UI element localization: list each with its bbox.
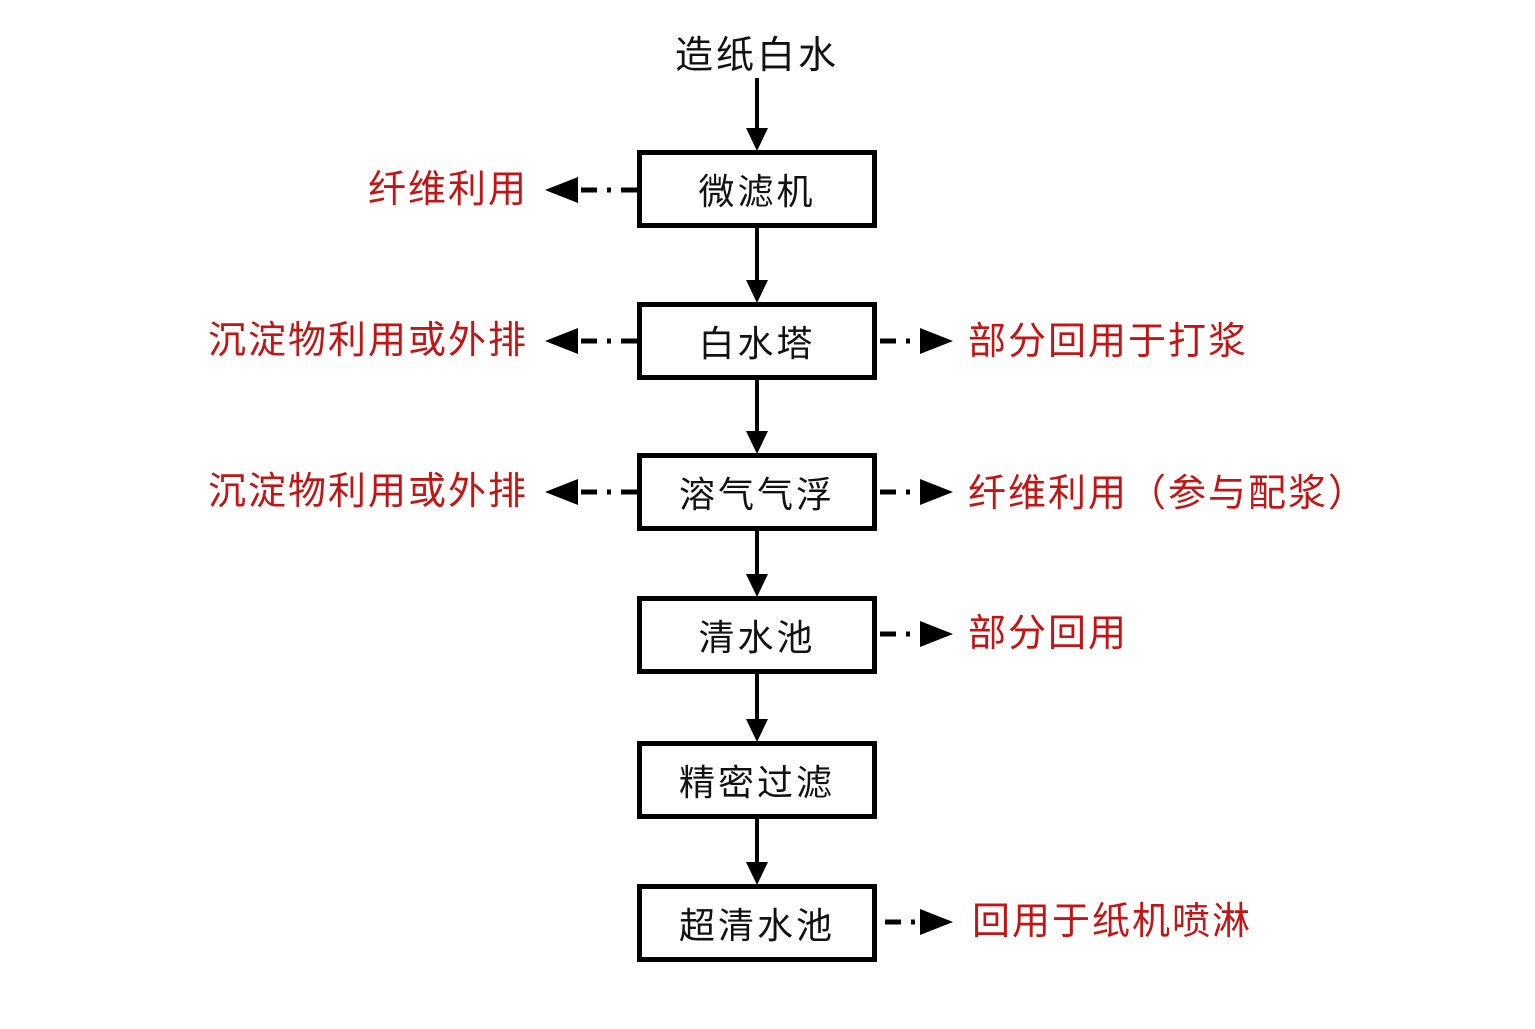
process-box-label: 微滤机 <box>698 172 816 212</box>
process-box-label: 溶气气浮 <box>678 475 835 515</box>
process-box-ultra-clearwater-pool: 超清水池 <box>637 884 877 962</box>
right-output-arrow-3 <box>880 479 953 505</box>
flow-arrow-down-4 <box>746 531 768 597</box>
output-label-fiber-use: 纤维利用 <box>367 169 528 211</box>
right-output-arrow-4 <box>880 621 953 647</box>
right-output-arrow-6 <box>885 909 953 935</box>
source-label: 造纸白水 <box>674 35 839 77</box>
flow-arrow-down-5 <box>746 674 768 742</box>
output-label-partial-reuse-pulping: 部分回用于打浆 <box>968 321 1249 363</box>
flow-arrow-down-2 <box>746 228 768 303</box>
left-output-arrow-2 <box>545 328 637 354</box>
process-box-dissolved-air-flotation: 溶气气浮 <box>637 453 877 531</box>
process-box-label: 超清水池 <box>678 906 835 946</box>
output-label-sediment-use-or-discharge-1: 沉淀物利用或外排 <box>207 320 528 362</box>
output-label-fiber-use-stock-prep: 纤维利用（参与配浆） <box>968 473 1369 515</box>
output-label-reuse-paper-machine-spray: 回用于纸机喷淋 <box>972 901 1253 943</box>
process-box-whitewater-tower: 白水塔 <box>637 302 877 380</box>
process-box-precision-filtration: 精密过滤 <box>637 741 877 819</box>
flow-arrow-down-1 <box>746 78 768 151</box>
process-box-label: 白水塔 <box>698 324 816 364</box>
right-output-arrow-2 <box>880 328 953 354</box>
output-label-partial-reuse: 部分回用 <box>968 613 1129 655</box>
output-label-sediment-use-or-discharge-2: 沉淀物利用或外排 <box>207 471 528 513</box>
process-box-microfilter: 微滤机 <box>637 150 877 228</box>
flow-arrow-down-6 <box>746 819 768 885</box>
flow-arrow-down-3 <box>746 380 768 454</box>
process-box-label: 精密过滤 <box>678 763 835 803</box>
left-output-arrow-3 <box>545 479 637 505</box>
process-box-label: 清水池 <box>698 618 816 658</box>
process-box-clearwater-pool: 清水池 <box>637 596 877 674</box>
left-output-arrow-1 <box>545 177 637 203</box>
